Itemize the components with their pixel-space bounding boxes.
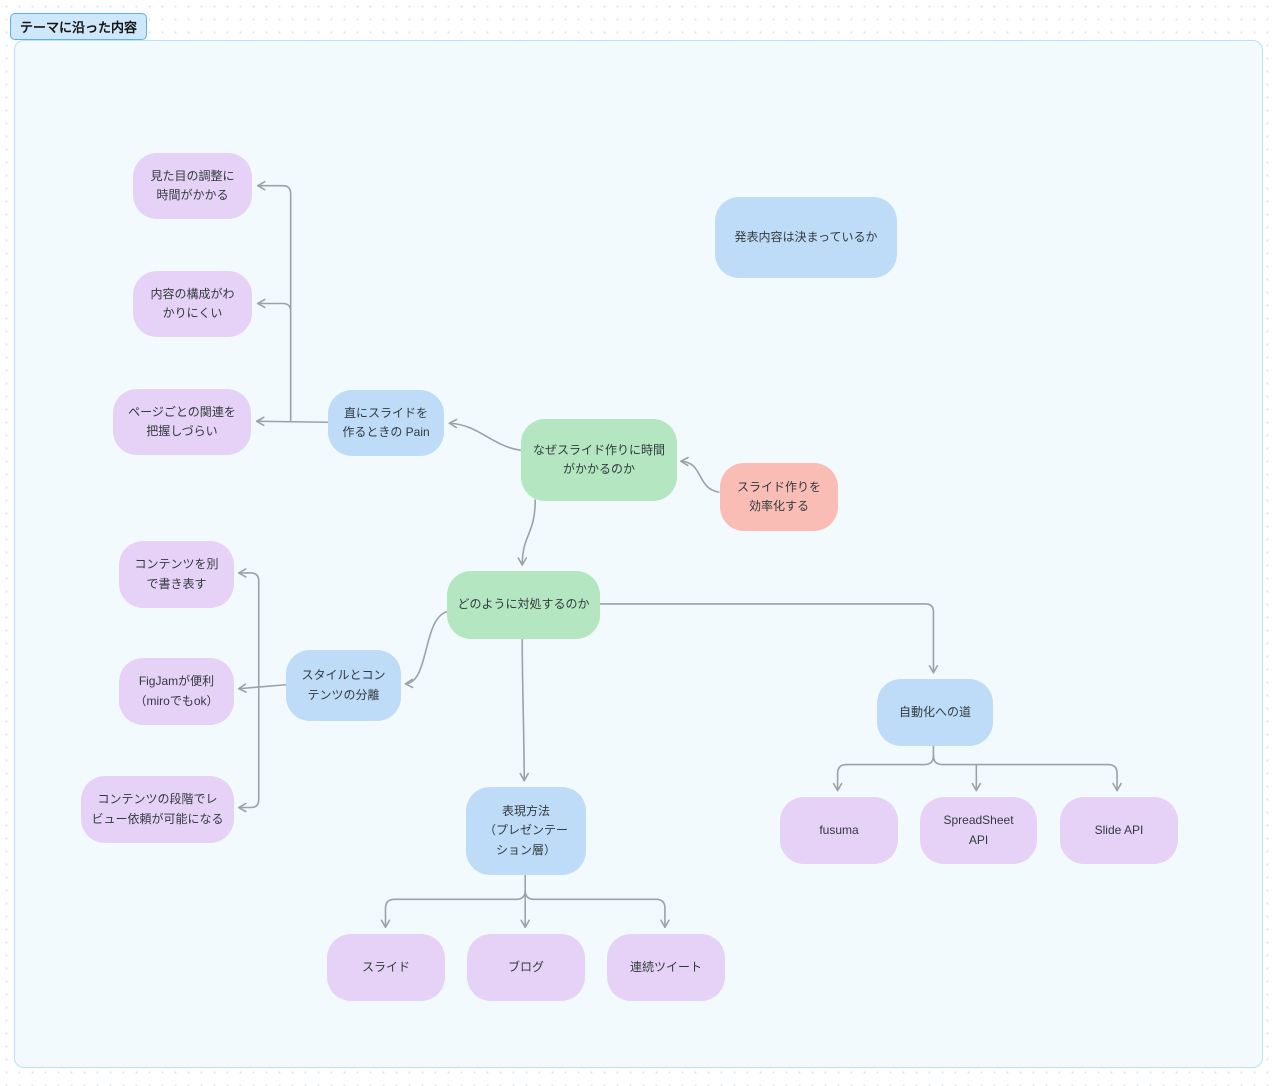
node-direct-pain[interactable]: 直にスライドを 作るときの Pain <box>328 390 444 456</box>
node-spreadsheet-api[interactable]: SpreadSheet API <box>920 797 1037 864</box>
node-expression[interactable]: 表現方法 （プレゼンテー ション層） <box>466 787 586 875</box>
connector-expression-to-tweets[interactable] <box>524 889 670 929</box>
node-how-handle[interactable]: どのように対処するのか <box>447 571 600 639</box>
node-tweets[interactable]: 連続ツイート <box>607 934 725 1001</box>
connector-how-handle-to-style-separation[interactable] <box>404 611 448 689</box>
connector-why-time-to-how-handle[interactable] <box>517 499 536 566</box>
node-write-separately[interactable]: コンテンツを別 で書き表す <box>119 541 234 608</box>
connector-why-time-to-direct-pain[interactable] <box>448 418 522 452</box>
node-blog[interactable]: ブログ <box>467 934 585 1001</box>
node-automation[interactable]: 自動化への道 <box>877 679 993 746</box>
diagram-canvas[interactable]: 見た目の調整に 時間がかかる 内容の構成がわ かりにくい ページごとの関連を 把… <box>14 40 1263 1068</box>
connector-expression-to-slide[interactable] <box>380 889 527 929</box>
connector-automation-to-fusuma[interactable] <box>832 754 935 792</box>
connector-direct-pain-to-pain-relation[interactable] <box>255 416 329 427</box>
connector-how-handle-to-automation[interactable] <box>598 603 939 674</box>
node-pain-structure[interactable]: 内容の構成がわ かりにくい <box>133 271 252 337</box>
node-slide-api[interactable]: Slide API <box>1060 797 1178 864</box>
connector-goal-to-why-time[interactable] <box>680 456 720 493</box>
node-review-stage[interactable]: コンテンツの段階でレ ビュー依頼が可能になる <box>81 776 234 843</box>
node-fusuma[interactable]: fusuma <box>780 797 898 864</box>
node-pain-relation[interactable]: ページごとの関連を 把握しづらい <box>113 389 251 455</box>
board-section-label[interactable]: テーマに沿った内容 <box>10 13 148 40</box>
connector-style-separation-to-write-separately[interactable] <box>237 568 260 687</box>
connector-layer <box>237 180 1122 929</box>
connector-automation-to-slide-api[interactable] <box>932 754 1122 792</box>
node-why-time[interactable]: なぜスライド作りに時間 がかかるのか <box>521 419 677 501</box>
connector-style-separation-to-review-stage[interactable] <box>237 684 260 813</box>
node-figjam-ok[interactable]: FigJamが便利 （miroでもok） <box>119 658 234 725</box>
node-slide[interactable]: スライド <box>327 934 445 1001</box>
connector-direct-pain-to-pain-structure[interactable] <box>256 298 292 313</box>
node-pain-looks[interactable]: 見た目の調整に 時間がかかる <box>133 153 252 219</box>
connector-direct-pain-to-pain-looks[interactable] <box>256 180 292 423</box>
connector-how-handle-to-expression[interactable] <box>519 637 530 782</box>
connector-style-separation-to-figjam-ok[interactable] <box>237 683 287 693</box>
node-presentation-decided[interactable]: 発表内容は決まっているか <box>715 197 897 278</box>
node-style-separation[interactable]: スタイルとコン テンツの分離 <box>286 650 401 721</box>
node-goal[interactable]: スライド作りを 効率化する <box>720 463 838 531</box>
